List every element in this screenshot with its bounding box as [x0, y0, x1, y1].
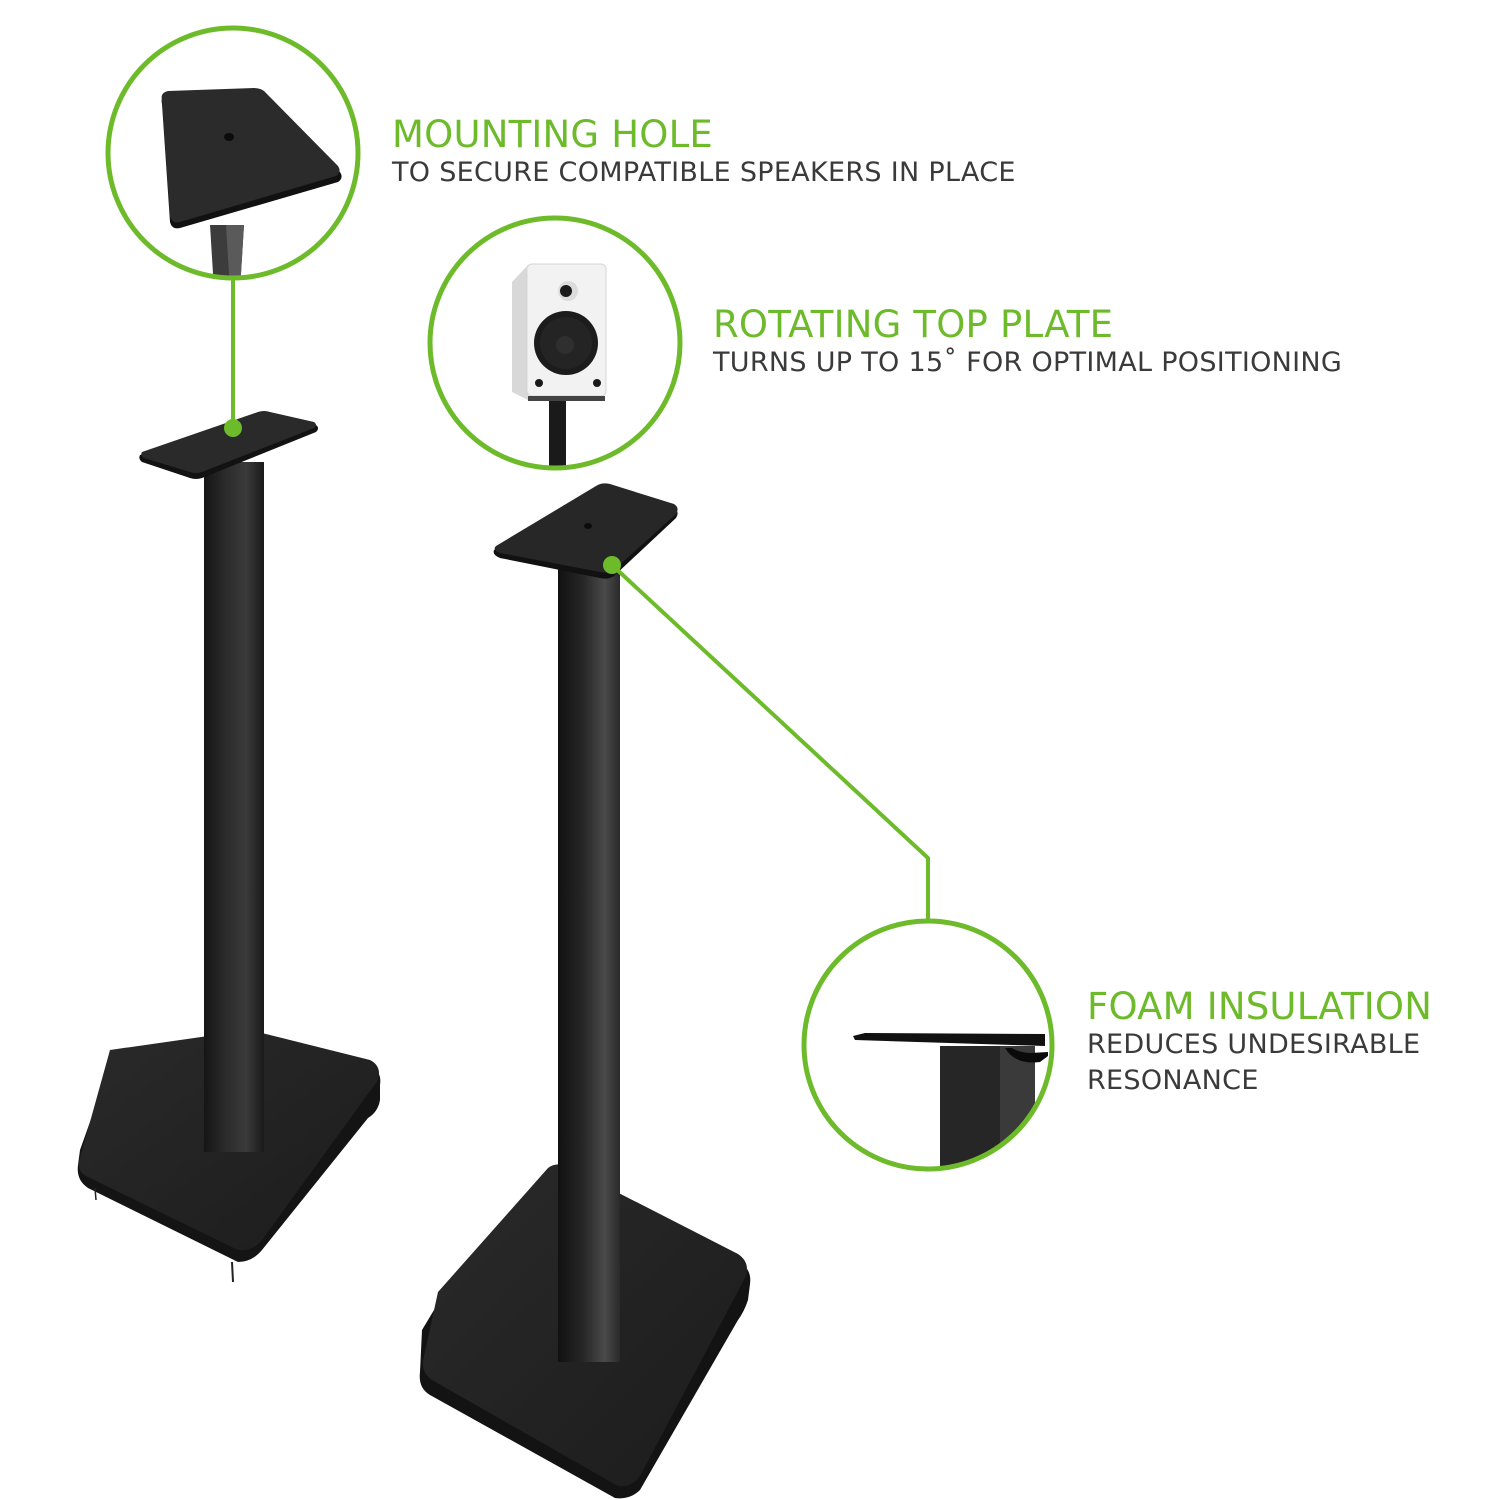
speaker-stand-right	[419, 483, 751, 1499]
feature-label-foam-insulation: FOAM INSULATION REDUCES UNDESIRABLE RESO…	[1087, 987, 1432, 1099]
mounting-hole-dot	[584, 523, 592, 529]
feature-description: RESONANCE	[1087, 1065, 1259, 1096]
feature-title: FOAM INSULATION	[1087, 985, 1433, 1028]
feature-label-mounting-hole: MOUNTING HOLE TO SECURE COMPATIBLE SPEAK…	[392, 115, 1016, 191]
callout-circle-mounting-hole	[105, 25, 361, 281]
feature-description: TO SECURE COMPATIBLE SPEAKERS IN PLACE	[392, 157, 1016, 188]
callout-circle-foam-insulation	[801, 918, 1055, 1172]
feature-title: ROTATING TOP PLATE	[713, 303, 1114, 346]
callout-connectors	[231, 278, 930, 921]
speaker-icon	[512, 263, 607, 468]
callout-dot-foam-insulation	[603, 556, 621, 574]
feature-title: MOUNTING HOLE	[392, 113, 713, 156]
callout-circle-rotating-top-plate	[427, 215, 683, 471]
speaker-stand-left	[77, 411, 381, 1283]
feature-description: REDUCES UNDESIRABLE	[1087, 1029, 1421, 1060]
feature-label-rotating-top-plate: ROTATING TOP PLATE TURNS UP TO 15˚ FOR O…	[713, 305, 1342, 381]
callout-dot-mounting-hole	[224, 419, 242, 437]
feature-description: TURNS UP TO 15˚ FOR OPTIMAL POSITIONING	[713, 347, 1343, 378]
